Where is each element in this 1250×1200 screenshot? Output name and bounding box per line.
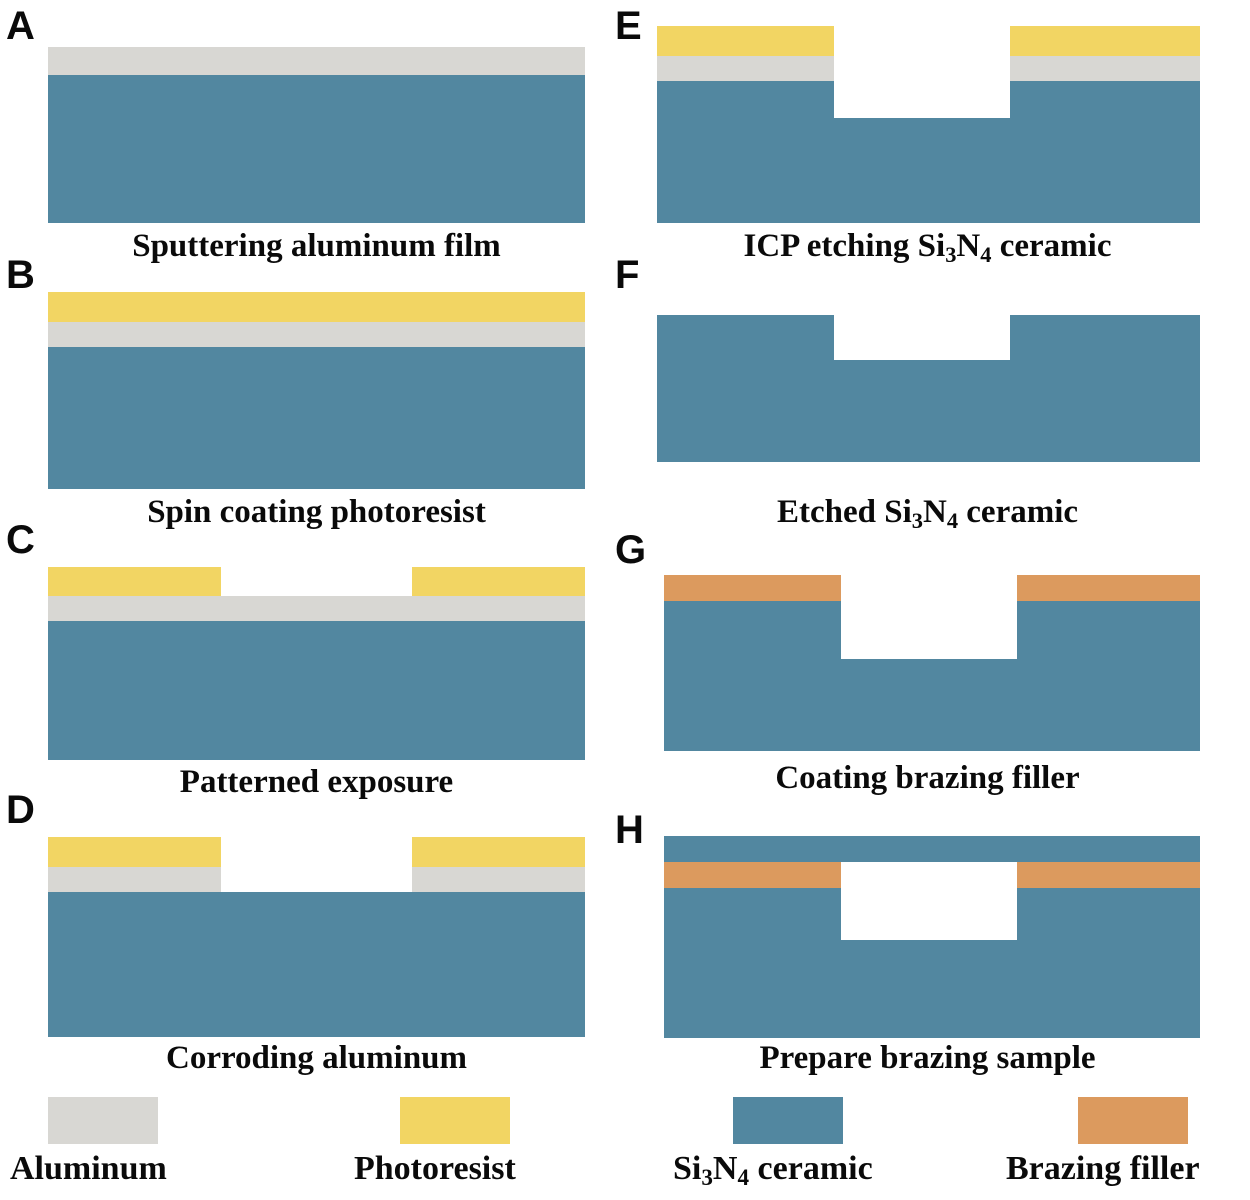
- photoresist-layer: [48, 292, 585, 322]
- ceramic-substrate: [48, 621, 585, 760]
- panel-d-caption: Corroding aluminum: [165, 1040, 468, 1076]
- photoresist-right-pad: [412, 837, 585, 867]
- panel-letter-a: A: [6, 4, 35, 48]
- brazing-filler-left-joint: [664, 862, 841, 888]
- photoresist-left-pad: [48, 837, 221, 867]
- ceramic-right-mesa: [1010, 81, 1200, 223]
- photoresist-left-pad: [657, 26, 834, 56]
- ceramic-substrate: [48, 892, 585, 1037]
- aluminum-right-pad: [1010, 56, 1200, 81]
- aluminum-layer: [48, 322, 585, 347]
- brazing-filler-left-pad: [664, 575, 841, 601]
- panel-c-caption: Patterned exposure: [179, 764, 454, 800]
- ceramic-right-mesa: [1017, 601, 1200, 751]
- panel-f-caption: Etched Si3N4 ceramic: [776, 494, 1079, 534]
- panel-letter-c: C: [6, 518, 35, 562]
- panel-e-caption: ICP etching Si3N4 ceramic: [743, 228, 1112, 268]
- panel-letter-h: H: [615, 808, 644, 852]
- ceramic-substrate: [48, 75, 585, 223]
- aluminum-left-pad: [657, 56, 834, 81]
- panel-h-caption: Prepare brazing sample: [759, 1040, 1096, 1076]
- panel-letter-f: F: [615, 253, 640, 297]
- ceramic-right-mesa: [1017, 888, 1200, 1038]
- ceramic-left-mesa: [657, 81, 834, 223]
- brazing-filler-right-pad: [1017, 575, 1200, 601]
- legend-label-aluminum: Aluminum: [10, 1150, 167, 1187]
- ceramic-cavity-floor: [841, 940, 1017, 1038]
- ceramic-left-mesa: [664, 601, 841, 751]
- ceramic-right-mesa: [1010, 315, 1200, 462]
- legend-swatch-ceramic: [733, 1097, 843, 1144]
- legend-label-ceramic: Si3N4 ceramic: [673, 1150, 873, 1192]
- aluminum-left-pad: [48, 867, 221, 892]
- ceramic-substrate: [48, 347, 585, 489]
- legend-swatch-photoresist: [400, 1097, 510, 1144]
- ceramic-left-mesa: [657, 315, 834, 462]
- aluminum-layer: [48, 47, 585, 75]
- aluminum-layer: [48, 596, 585, 621]
- panel-b-caption: Spin coating photoresist: [147, 494, 486, 530]
- photoresist-right-pad: [412, 567, 585, 596]
- panel-letter-g: G: [615, 528, 647, 572]
- legend-swatch-aluminum: [48, 1097, 158, 1144]
- ceramic-trench-floor: [834, 360, 1010, 462]
- panel-letter-e: E: [615, 4, 642, 48]
- legend-label-photoresist: Photoresist: [354, 1150, 516, 1187]
- ceramic-left-mesa: [664, 888, 841, 1038]
- panel-letter-b: B: [6, 253, 35, 297]
- ceramic-trench-floor: [841, 659, 1017, 751]
- ceramic-trench-floor: [834, 118, 1010, 223]
- panel-a-caption: Sputtering aluminum film: [132, 228, 501, 264]
- brazing-filler-right-joint: [1017, 862, 1200, 888]
- ceramic-lid: [664, 836, 1200, 862]
- legend-label-brazing-filler: Brazing filler: [1006, 1150, 1200, 1187]
- photoresist-right-pad: [1010, 26, 1200, 56]
- photoresist-left-pad: [48, 567, 221, 596]
- panel-letter-d: D: [6, 788, 35, 832]
- panel-g-caption: Coating brazing filler: [775, 760, 1080, 796]
- legend-swatch-brazing-filler: [1078, 1097, 1188, 1144]
- aluminum-right-pad: [412, 867, 585, 892]
